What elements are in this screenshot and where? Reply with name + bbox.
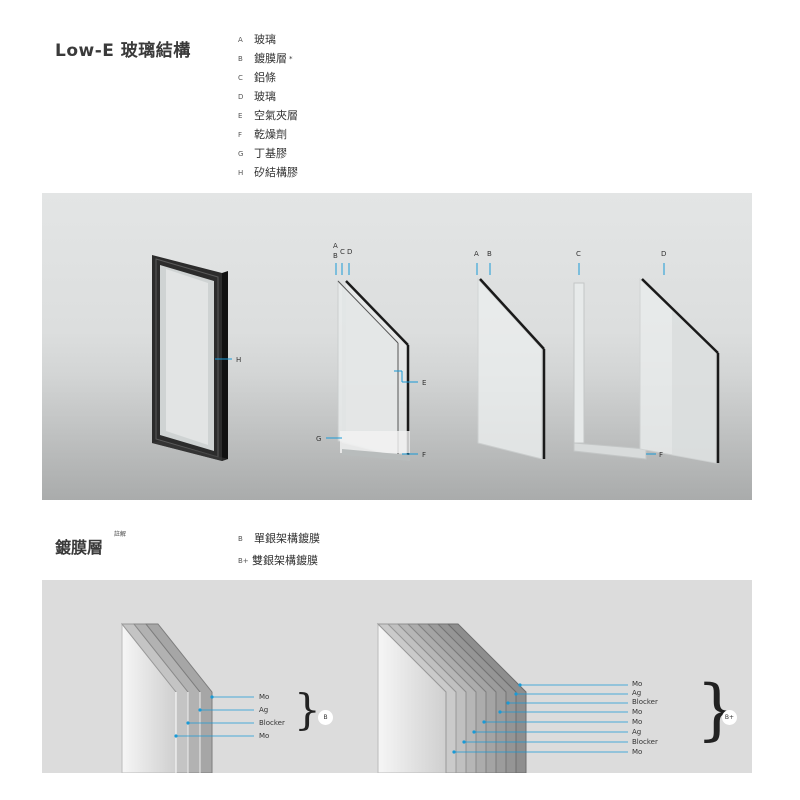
legend-key: C	[238, 74, 243, 82]
single-badge: B	[318, 710, 333, 725]
legend-label: 丁基膠	[254, 147, 287, 160]
legend-item-a: A 玻璃	[238, 31, 276, 49]
framed-glass-unit	[152, 255, 228, 461]
legend-label: 矽結構膠	[254, 166, 298, 179]
double-layer-6: Ag	[632, 728, 642, 736]
legend-item-g: G 丁基膠	[238, 145, 287, 163]
legend-key: A	[238, 36, 243, 44]
glass-structure-illustration	[42, 255, 752, 500]
legend-key: D	[238, 93, 244, 101]
double-layer-7: Blocker	[632, 738, 658, 746]
legend-label: 乾燥劑	[254, 128, 287, 141]
label-d: D	[347, 248, 353, 256]
label-f-spacer: F	[659, 451, 664, 459]
label-h: H	[236, 356, 242, 364]
double-layer-5: Mo	[632, 718, 643, 726]
single-layer-2: Ag	[259, 706, 269, 714]
coating-note: 註解	[114, 531, 127, 538]
legend-key: B	[238, 55, 243, 63]
coating-title: 鍍膜層	[55, 538, 104, 557]
single-brace: }	[294, 685, 321, 734]
legend-label: 單銀架構鍍膜	[254, 532, 320, 545]
double-badge: B+	[722, 710, 737, 725]
label-e: E	[422, 379, 427, 387]
legend-item-f: F 乾燥劑	[238, 126, 287, 144]
single-layer-1: Mo	[259, 693, 270, 701]
single-silver-stack	[120, 622, 213, 773]
legend-key: F	[238, 131, 243, 139]
single-callout-dots	[174, 695, 214, 738]
double-layer-4: Mo	[632, 708, 643, 716]
legend-item-b: B 鍍膜層*	[238, 50, 293, 68]
label-a-sheet: A	[474, 250, 479, 258]
coating-legend-b-plus: B+雙銀架構鍍膜	[238, 552, 318, 570]
legend-label: 玻璃	[254, 33, 276, 46]
legend-item-e: E 空氣夾層	[238, 107, 298, 125]
callout-lines	[215, 263, 665, 455]
double-layer-8: Mo	[632, 748, 643, 756]
assembled-glass-unit	[337, 279, 410, 461]
label-g: G	[316, 435, 322, 443]
label-a: A	[333, 242, 338, 250]
legend-label: 玻璃	[254, 90, 276, 103]
glass-sheet-a-b	[477, 277, 546, 460]
footnote-marker: *	[289, 55, 293, 63]
coating-layers-image: Mo Ag Blocker Mo } B Mo Ag Blocker Mo Mo…	[42, 580, 752, 773]
legend-label: 空氣夾層	[254, 109, 298, 122]
page-title: Low-E 玻璃結構	[55, 41, 191, 61]
double-layer-3: Blocker	[632, 698, 658, 706]
label-d-sheet: D	[661, 250, 667, 258]
legend-item-c: C 鋁條	[238, 69, 276, 87]
double-layer-2: Ag	[632, 689, 642, 697]
label-b-sheet: B	[487, 250, 492, 258]
legend-item-h: H 矽結構膠	[238, 164, 298, 182]
legend-key: B	[238, 535, 243, 543]
coating-layers-illustration	[120, 622, 628, 773]
legend-item-d: D 玻璃	[238, 88, 276, 106]
legend-key: B+	[238, 557, 249, 565]
double-callouts	[454, 684, 628, 753]
aluminum-spacer-c	[573, 282, 647, 460]
coating-legend-b: B 單銀架構鍍膜	[238, 530, 320, 548]
double-layer-1: Mo	[632, 680, 643, 688]
double-callout-dots	[452, 683, 522, 754]
glass-structure-image: H A B C D E G F A B C D F	[42, 193, 752, 500]
legend-key: H	[238, 169, 244, 177]
legend-label: 雙銀架構鍍膜	[252, 554, 318, 567]
single-layer-4: Mo	[259, 732, 270, 740]
label-c-spacer: C	[576, 250, 581, 258]
single-layer-3: Blocker	[259, 719, 285, 727]
legend-key: G	[238, 150, 244, 158]
legend-label: 鍍膜層	[254, 52, 287, 65]
single-callouts	[176, 696, 254, 737]
glass-sheet-d	[639, 277, 720, 464]
label-c: C	[340, 248, 345, 256]
double-silver-stack	[376, 622, 527, 773]
label-f: F	[422, 451, 427, 459]
legend-key: E	[238, 112, 243, 120]
label-b: B	[333, 252, 338, 260]
legend-label: 鋁條	[254, 71, 276, 84]
double-brace: }	[696, 671, 738, 748]
